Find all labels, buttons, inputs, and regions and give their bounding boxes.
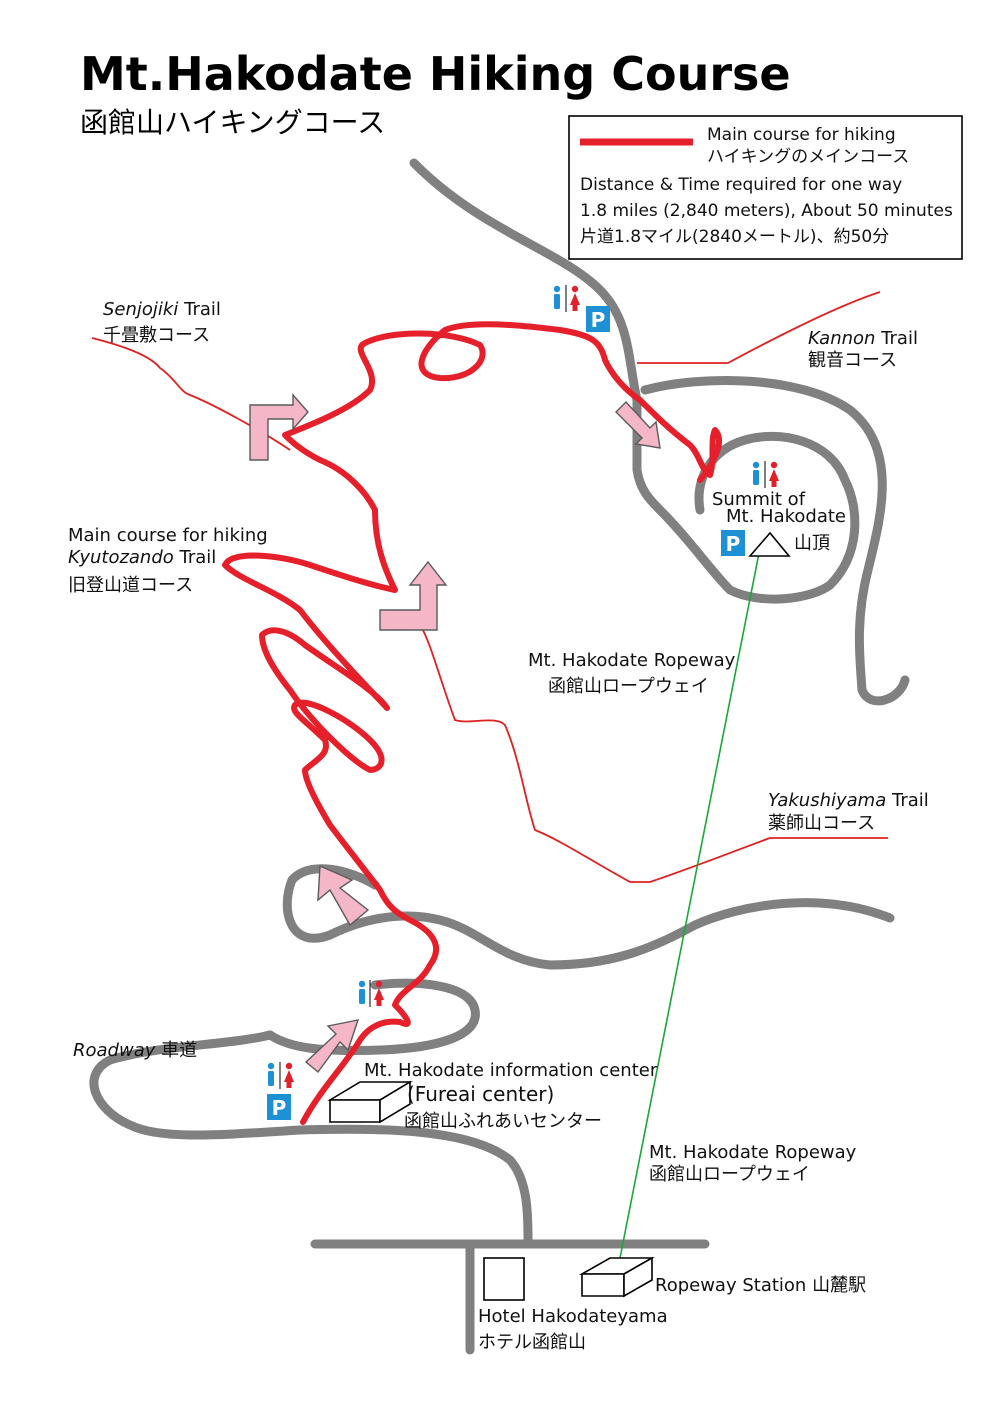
summit-ja: 山頂 <box>794 533 830 554</box>
yakushiyama-ja: 薬師山コース <box>768 813 875 834</box>
main-course-route <box>222 321 722 1125</box>
map-title: Mt.Hakodate Hiking Course <box>80 47 791 101</box>
svg-text:Kannon Trail: Kannon Trail <box>808 328 918 349</box>
label-senjojiki: Senjojiki Trail 千畳敷コース <box>103 299 221 346</box>
parking-icon: P <box>586 306 610 332</box>
ropeway-upper-en: Mt. Hakodate Ropeway <box>528 650 736 671</box>
ropeway-lower-ja: 函館山ロープウェイ <box>649 1164 810 1185</box>
legend-distance-heading: Distance & Time required for one way <box>580 175 902 195</box>
parking-icon: P <box>267 1094 291 1120</box>
senjojiki-name: Senjojiki <box>103 299 178 320</box>
kannon-ja: 観音コース <box>808 350 897 371</box>
yakushiyama-suffix: Trail <box>891 790 929 811</box>
svg-text:P: P <box>726 532 741 556</box>
station-ja: 山麓駅 <box>812 1275 866 1296</box>
kannon-trail <box>637 291 881 364</box>
senjojiki-suffix: Trail <box>183 299 221 320</box>
toilet-icon <box>267 1062 294 1089</box>
label-kannon: Kannon Trail 観音コース <box>808 328 918 371</box>
arrow-turn-up <box>379 560 448 631</box>
roadways <box>89 158 910 1355</box>
facilities-lower: P <box>267 1062 294 1120</box>
kyutozando-name: Kyutozando <box>68 547 174 568</box>
arrow-diagonal-middle <box>317 864 370 927</box>
kyutozando-trail-thin <box>419 624 888 883</box>
kannon-name: Kannon <box>808 328 875 349</box>
toilet-icon <box>553 285 580 312</box>
facilities-top: P <box>553 285 610 332</box>
station-building-front <box>581 1273 625 1297</box>
kyutozando-suffix: Trail <box>179 547 217 568</box>
roadway-north <box>409 158 860 604</box>
summit-triangle-icon <box>748 531 791 557</box>
hotel-ja: ホテル函館山 <box>478 1332 586 1353</box>
legend-distance-en: 1.8 miles (2,840 meters), About 50 minut… <box>580 201 953 221</box>
kyutozando-main: Main course for hiking <box>68 525 268 546</box>
info-center-line1: Mt. Hakodate information center <box>364 1060 658 1081</box>
yakushiyama-name: Yakushiyama <box>768 790 886 811</box>
summit-line1: Summit of <box>712 489 806 510</box>
toilet-icon <box>358 980 384 1007</box>
legend-main-en: Main course for hiking <box>707 125 896 145</box>
label-hotel: Hotel Hakodateyama ホテル函館山 <box>478 1306 668 1353</box>
label-info-center: Mt. Hakodate information center (Fureai … <box>364 1060 658 1132</box>
legend-distance-ja: 片道1.8マイル(2840メートル)、約50分 <box>580 227 889 247</box>
kyutozando-ja: 旧登山道コース <box>68 575 193 596</box>
ropeway-line <box>619 547 761 1259</box>
map-subtitle: 函館山ハイキングコース <box>80 106 385 139</box>
legend: Main course for hiking ハイキングのメインコース Dist… <box>568 115 963 260</box>
ropeway-lower-en: Mt. Hakodate Ropeway <box>649 1142 857 1163</box>
arrow-diagonal-lower <box>304 1019 360 1074</box>
hotel-building <box>483 1257 525 1301</box>
label-ropeway-station: Ropeway Station 山麓駅 <box>655 1275 866 1296</box>
info-center-line2: (Fureai center) <box>407 1082 554 1106</box>
label-ropeway-upper: Mt. Hakodate Ropeway 函館山ロープウェイ <box>528 650 736 697</box>
ropeway-station-building <box>578 1256 656 1298</box>
hotel-en: Hotel Hakodateyama <box>478 1306 668 1327</box>
roadway-lower-loop <box>265 978 480 1055</box>
svg-text:Kyutozando Trail: Kyutozando Trail <box>68 547 216 568</box>
station-en: Ropeway Station <box>655 1275 806 1296</box>
info-center-ja: 函館山ふれあいセンター <box>404 1111 602 1132</box>
direction-arrows <box>249 393 661 1074</box>
label-ropeway-lower: Mt. Hakodate Ropeway 函館山ロープウェイ <box>649 1142 857 1185</box>
svg-text:P: P <box>591 308 606 332</box>
roadway-lower <box>89 1030 533 1245</box>
legend-main-ja: ハイキングのメインコース <box>707 147 909 167</box>
parking-icon: P <box>721 530 745 556</box>
arrow-diagonal-upper <box>615 400 661 449</box>
svg-text:Ropeway Station 山麓駅: Ropeway Station 山麓駅 <box>655 1275 866 1296</box>
summit-line2: Mt. Hakodate <box>726 506 846 527</box>
facilities-middle <box>358 980 384 1007</box>
svg-text:Yakushiyama Trail: Yakushiyama Trail <box>768 790 929 811</box>
roadway-middle <box>282 864 895 970</box>
ropeway-upper-ja: 函館山ロープウェイ <box>548 676 709 697</box>
station-building-side <box>623 1256 653 1298</box>
svg-text:Roadway 車道: Roadway 車道 <box>73 1040 197 1061</box>
label-yakushiyama: Yakushiyama Trail 薬師山コース <box>768 790 929 834</box>
label-roadway: Roadway 車道 <box>73 1040 197 1061</box>
svg-text:Senjojiki Trail: Senjojiki Trail <box>103 299 221 320</box>
roadway-en: Roadway <box>73 1040 156 1061</box>
roadway-summit-outer <box>640 375 910 706</box>
facilities-summit: P <box>721 461 779 556</box>
other-trails <box>91 291 888 883</box>
info-building-side <box>379 1080 411 1124</box>
info-building-front <box>329 1099 381 1123</box>
arrow-turn-right-upper <box>249 393 309 461</box>
svg-text:P: P <box>272 1096 287 1120</box>
roadway-ja: 車道 <box>161 1040 197 1061</box>
toilet-icon <box>752 461 779 488</box>
senjojiki-ja: 千畳敷コース <box>103 325 210 346</box>
info-center-building <box>327 1080 413 1124</box>
kannon-suffix: Trail <box>880 328 918 349</box>
label-summit: Summit of Mt. Hakodate 山頂 <box>712 489 846 554</box>
label-kyutozando: Main course for hiking Kyutozando Trail … <box>68 525 268 596</box>
senjojiki-trail <box>91 337 291 451</box>
